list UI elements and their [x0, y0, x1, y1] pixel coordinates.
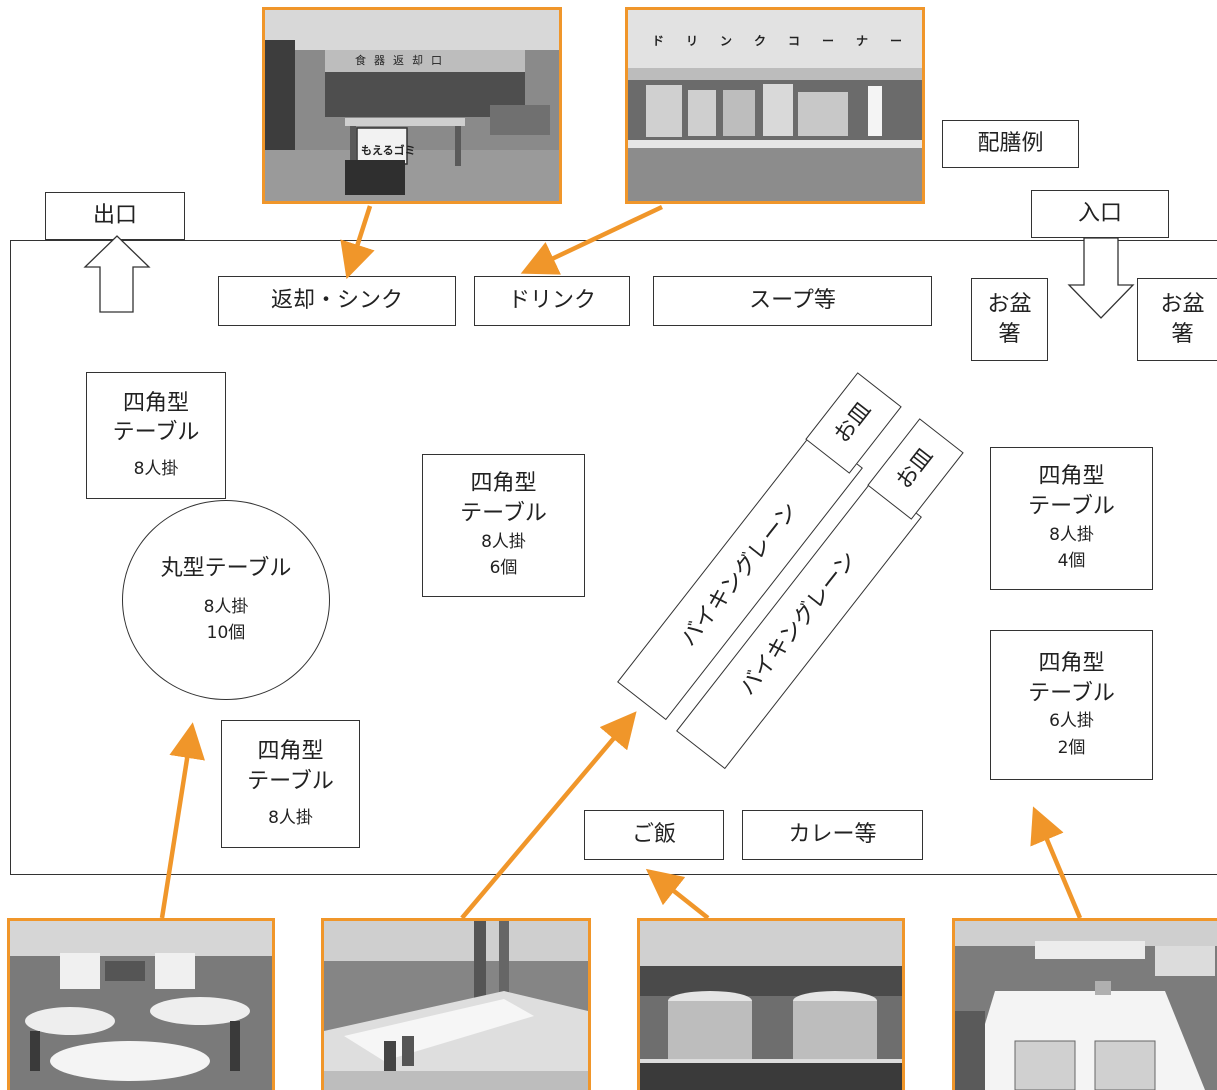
return-area-illustration: [265, 10, 559, 201]
entrance-down-arrow: [1067, 237, 1135, 319]
round-tables-illustration: [10, 921, 272, 1090]
drink-counter: ドリンク: [474, 276, 630, 326]
table-name: 四角型 テーブル: [1028, 650, 1115, 706]
table-count: 6個: [489, 558, 518, 579]
table-name: 四角型 テーブル: [247, 739, 334, 794]
return-sink-counter: 返却・シンク: [218, 276, 456, 326]
square-table-right-bottom: 四角型 テーブル 6人掛 2個: [990, 630, 1153, 780]
photo-drink-corner: ドリンクコーナー: [625, 7, 925, 204]
arrow-square-table-photo: [1030, 806, 1083, 919]
square-table-right-top: 四角型 テーブル 8人掛 4個: [990, 447, 1153, 590]
round-table: 丸型テーブル 8人掛 10個: [122, 500, 330, 700]
exit-up-arrow: [83, 235, 151, 313]
square-table-bottom-left: 四角型 テーブル 8人掛: [221, 720, 360, 848]
arrow-drink-photo: [520, 204, 663, 275]
table-count: 10個: [206, 622, 246, 643]
table-seats: 8人掛: [133, 459, 179, 480]
table-count: 4個: [1057, 551, 1086, 572]
photo-buffet-line: [321, 918, 591, 1090]
square-table-top-left: 四角型 テーブル 8人掛: [86, 372, 226, 499]
table-seats: 6人掛: [1049, 711, 1094, 732]
photo-rice-cookers: [637, 918, 905, 1090]
photo-square-tables: [952, 918, 1217, 1090]
table-name: 四角型 テーブル: [112, 390, 200, 446]
photo-return-sign: もえるゴミ: [361, 144, 416, 157]
dining-room-outline: [10, 240, 1217, 875]
square-tables-illustration: [955, 921, 1217, 1090]
table-count: 2個: [1057, 737, 1086, 758]
serving-example-label: 配膳例: [942, 120, 1079, 168]
arrow-rice-photo: [645, 868, 710, 920]
rice-counter: ご飯: [584, 810, 724, 860]
table-seats: 8人掛: [481, 531, 526, 552]
photo-drink-banner: ドリンクコーナー: [652, 34, 925, 48]
arrow-round-table-photo: [159, 722, 205, 919]
arrow-buffet-photo: [460, 711, 637, 920]
table-seats: 8人掛: [1049, 524, 1094, 545]
square-table-center: 四角型 テーブル 8人掛 6個: [422, 454, 585, 597]
photo-return-area: 食器返却口 もえるゴミ: [262, 7, 562, 204]
arrow-return-photo: [340, 205, 375, 280]
table-name: 丸型テーブル: [160, 555, 292, 581]
tray-chopsticks-right: お盆 箸: [1137, 278, 1217, 361]
drink-corner-illustration: [628, 10, 922, 201]
exit-label: 出口: [45, 192, 185, 240]
soup-counter: スープ等: [653, 276, 932, 326]
curry-counter: カレー等: [742, 810, 923, 860]
table-seats: 8人掛: [268, 807, 313, 828]
rice-cookers-illustration: [640, 921, 902, 1090]
photo-return-banner: 食器返却口: [355, 54, 450, 67]
table-seats: 8人掛: [203, 596, 249, 617]
buffet-line-illustration: [324, 921, 588, 1090]
table-name: 四角型 テーブル: [460, 471, 547, 527]
tray-chopsticks-left: お盆 箸: [971, 278, 1048, 361]
entrance-label: 入口: [1031, 190, 1169, 238]
table-name: 四角型 テーブル: [1028, 464, 1115, 520]
photo-round-tables: [7, 918, 275, 1090]
